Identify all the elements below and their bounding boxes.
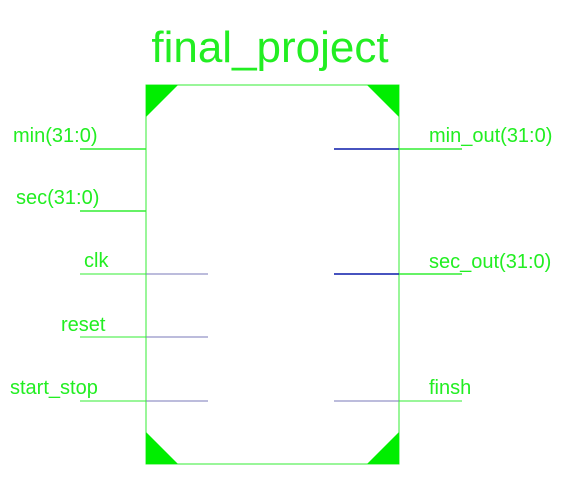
port-label-finsh: finsh (429, 377, 471, 399)
port-label-min-out: min_out(31:0) (429, 125, 552, 147)
input-port-sec[interactable]: sec(31:0) (16, 187, 146, 212)
input-port-start-stop[interactable]: start_stop (10, 377, 208, 402)
corner-marker-top-left (146, 85, 178, 117)
output-port-finsh[interactable]: finsh (334, 377, 471, 402)
port-label-clk: clk (84, 250, 109, 272)
output-port-sec-out[interactable]: sec_out(31:0) (334, 251, 551, 275)
port-label-reset: reset (61, 314, 106, 336)
corner-marker-bottom-left (146, 432, 178, 464)
output-port-min-out[interactable]: min_out(31:0) (334, 125, 552, 150)
symbol-title: final_project (151, 23, 388, 72)
input-port-clk[interactable]: clk (80, 250, 208, 275)
port-label-start-stop: start_stop (10, 377, 98, 399)
corner-marker-bottom-right (367, 432, 399, 464)
corner-marker-top-right (367, 85, 399, 117)
input-port-min[interactable]: min(31:0) (13, 125, 146, 150)
input-port-reset[interactable]: reset (61, 314, 208, 338)
port-label-sec: sec(31:0) (16, 187, 99, 209)
port-label-min: min(31:0) (13, 125, 97, 147)
port-label-sec-out: sec_out(31:0) (429, 251, 551, 273)
